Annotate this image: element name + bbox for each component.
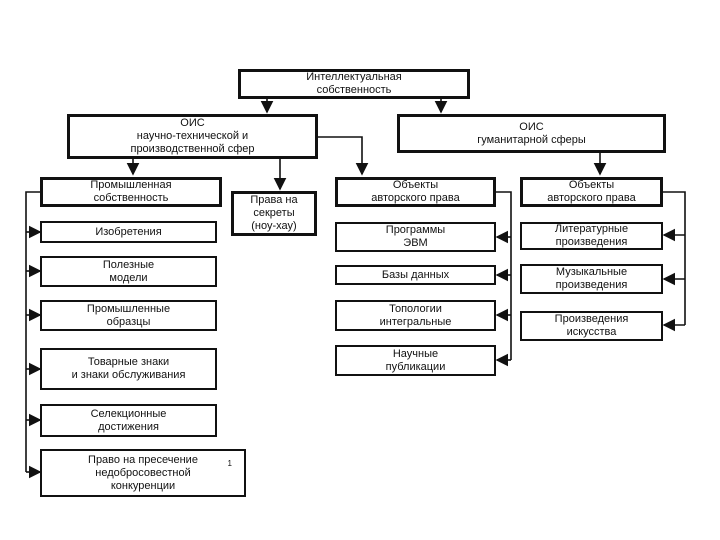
item-label: Право на пресечение недобросовестной кон… (88, 453, 198, 492)
item-label: Научные публикации (385, 347, 446, 373)
item-musical-works: Музыкальные произведения (520, 264, 663, 294)
item-trademarks: Товарные знаки и знаки обслуживания (40, 348, 217, 390)
ois-tech-label: ОИС научно-технической и производственно… (130, 117, 255, 155)
footnote-mark: 1 (227, 459, 232, 468)
ois-hum-node: ОИС гуманитарной сферы (397, 114, 666, 153)
secrets-label: Права на секреты (ноу-хау) (250, 194, 298, 232)
prom-sobst-node: Промышленная собственность (40, 177, 222, 207)
item-selection-achievements: Селекционные достижения (40, 404, 217, 437)
item-label: Литературные произведения (554, 223, 629, 248)
author-rights-2-node: Объекты авторского права (520, 177, 663, 207)
item-ic-topologies: Топологии интегральные (335, 300, 496, 331)
item-label: Селекционные достижения (90, 407, 167, 433)
item-scientific-publications: Научные публикации (335, 345, 496, 376)
item-label: Полезные модели (102, 258, 155, 284)
ois-hum-label: ОИС гуманитарной сферы (477, 120, 586, 146)
root-node: Интеллектуальная собственность (238, 69, 470, 99)
item-label: Топологии интегральные (379, 302, 452, 328)
item-label: Произведения искусства (554, 313, 629, 338)
item-utility-models: Полезные модели (40, 256, 217, 287)
ois-tech-node: ОИС научно-технической и производственно… (67, 114, 318, 159)
item-inventions: Изобретения (40, 221, 217, 243)
prom-sobst-label: Промышленная собственность (90, 179, 172, 204)
item-label: Промышленные образцы (86, 302, 171, 328)
author-rights-2-label: Объекты авторского права (547, 179, 636, 204)
item-label: Программы ЭВМ (385, 224, 446, 249)
item-label: Базы данных (381, 268, 450, 281)
item-literary-works: Литературные произведения (520, 222, 663, 250)
item-industrial-designs: Промышленные образцы (40, 300, 217, 331)
item-computer-programs: Программы ЭВМ (335, 222, 496, 252)
item-label: Музыкальные произведения (555, 266, 628, 291)
author-rights-1-label: Объекты авторского права (371, 179, 460, 204)
item-label: Изобретения (95, 225, 162, 238)
author-rights-1-node: Объекты авторского права (335, 177, 496, 207)
root-label: Интеллектуальная собственность (306, 71, 402, 96)
secrets-node: Права на секреты (ноу-хау) (231, 191, 317, 236)
item-unfair-competition: Право на пресечение недобросовестной кон… (40, 449, 246, 497)
item-label: Товарные знаки и знаки обслуживания (71, 356, 186, 381)
item-databases: Базы данных (335, 265, 496, 285)
item-art-works: Произведения искусства (520, 311, 663, 341)
